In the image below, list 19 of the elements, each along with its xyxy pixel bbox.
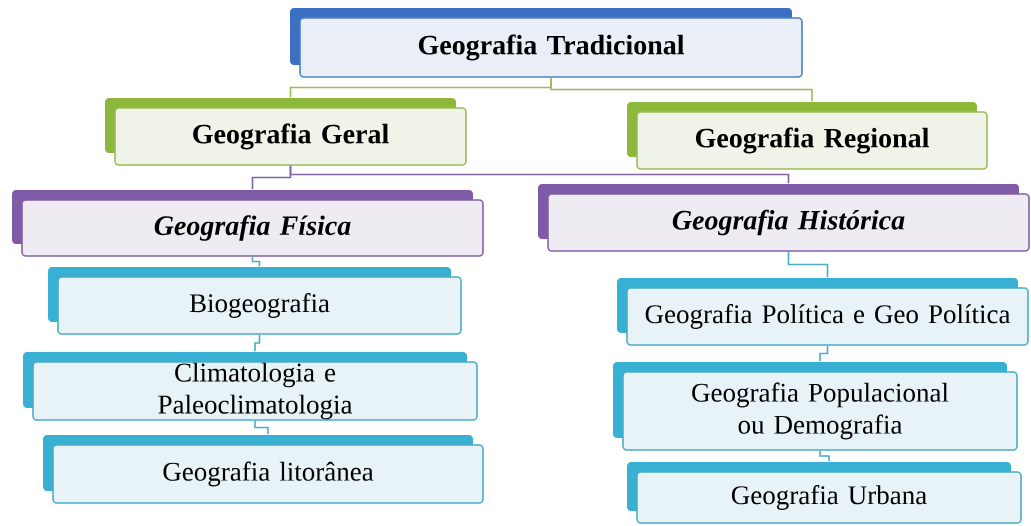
category-box: Geografia Geral xyxy=(105,98,467,166)
connector-line xyxy=(550,77,813,102)
topic-box: Geografia litorânea xyxy=(43,435,484,504)
subcategory-box: Geografia Histórica xyxy=(538,184,1030,252)
topic-box: Geografia Urbana xyxy=(627,462,1022,524)
connector-line xyxy=(819,345,829,362)
topic-box: Geografia Populacional ou Demografia xyxy=(613,362,1018,451)
connector-line xyxy=(289,165,790,184)
connector-line xyxy=(254,420,269,435)
category-box: Geografia Regional xyxy=(627,102,988,170)
subcategory-box: Geografia Física xyxy=(12,190,484,257)
topic-box: Biogeografia xyxy=(48,267,462,335)
topic-box: Climatologia e Paleoclimatologia xyxy=(23,352,478,421)
connector-line xyxy=(254,334,261,352)
connector-line xyxy=(251,256,261,267)
connector-line xyxy=(819,450,830,462)
connector-line xyxy=(787,251,829,278)
topic-box: Geografia Política e Geo Política xyxy=(617,278,1029,346)
title-box: Geografia Tradicional xyxy=(290,8,803,78)
